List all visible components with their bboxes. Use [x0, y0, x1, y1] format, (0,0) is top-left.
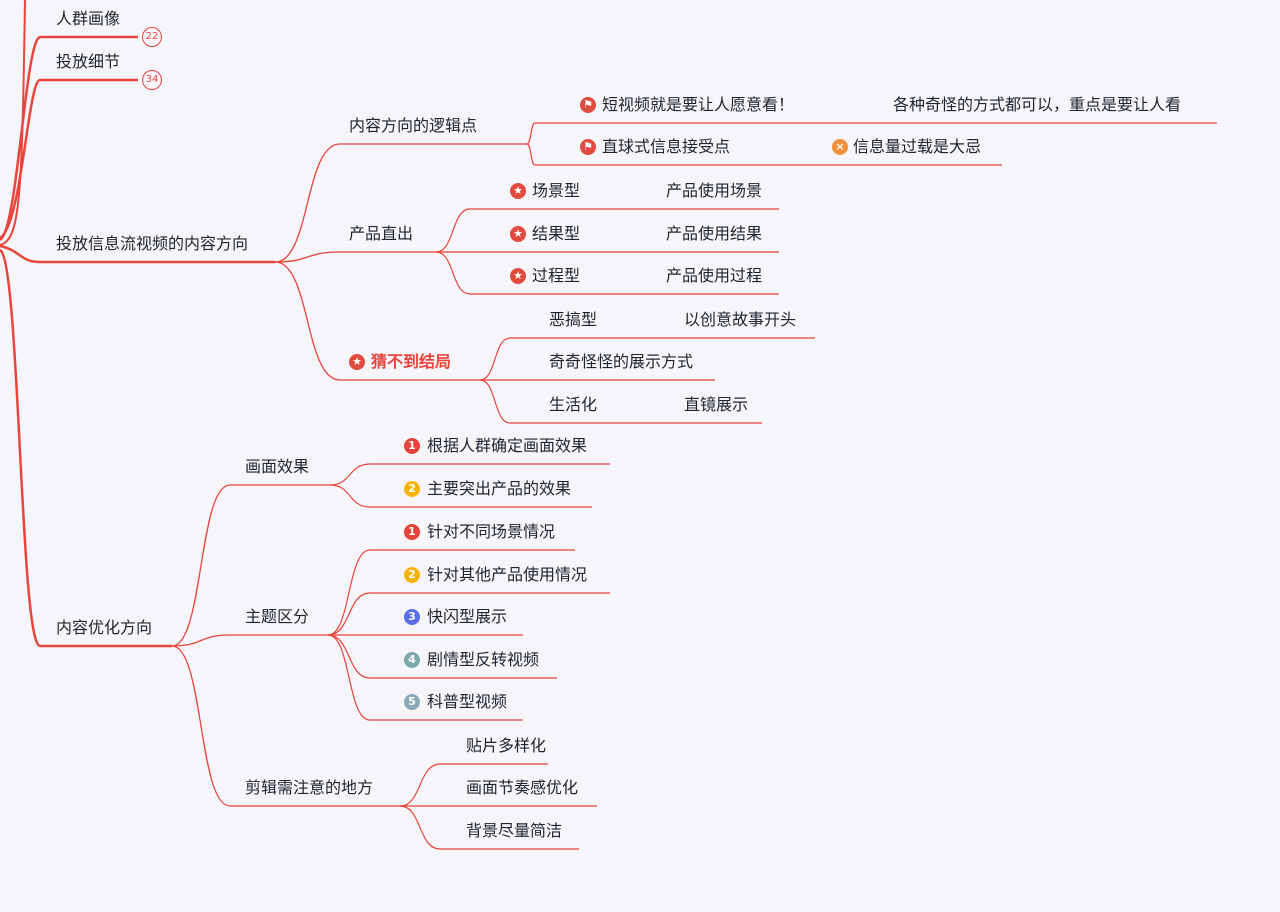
- flag-icon: ⚑: [580, 97, 596, 113]
- connector-line: [329, 484, 592, 508]
- topic-label: 主要突出产品的效果: [427, 479, 572, 498]
- connector-line: [274, 251, 436, 263]
- connector-line: [327, 592, 610, 636]
- connector-line: [327, 634, 523, 721]
- number-2-icon: 2: [404, 481, 420, 497]
- connector-line: [274, 143, 527, 263]
- topic-label: 画面效果: [245, 457, 310, 476]
- number-4-icon: 4: [404, 652, 420, 668]
- connector-line: [171, 484, 330, 647]
- topic-label: 产品直出: [349, 224, 414, 243]
- topic-label: 过程型: [532, 266, 581, 285]
- star-icon: ★: [510, 183, 526, 199]
- topic-label: 画面节奏感优化: [466, 778, 579, 797]
- connector-line: [329, 463, 610, 486]
- topic-label: 剧情型反转视频: [427, 650, 540, 669]
- topic-note: 信息量过载是大忌: [853, 137, 982, 156]
- collapsed-count-badge[interactable]: 34: [142, 70, 162, 90]
- connector-line: [274, 261, 480, 381]
- topic-note: 直镜展示: [684, 395, 749, 414]
- topic-label: 恶搞型: [549, 310, 598, 329]
- connector-line: [0, 244, 41, 264]
- star-icon: ★: [510, 268, 526, 284]
- topic-note: 以创意故事开头: [684, 310, 797, 329]
- connector-line: [526, 122, 1217, 145]
- topic-label: 奇奇怪怪的展示方式: [549, 352, 694, 371]
- topic-label: 内容优化方向: [56, 618, 153, 637]
- topic-label: 科普型视频: [427, 692, 508, 711]
- topic-label: 结果型: [532, 224, 581, 243]
- topic-label: 内容方向的逻辑点: [349, 116, 478, 135]
- topic-label: 主题区分: [245, 607, 310, 626]
- topic-label: 人群画像: [56, 9, 121, 28]
- topic-note: 各种奇怪的方式都可以，重点是要让人看: [893, 95, 1182, 114]
- topic-label: 背景尽量简洁: [466, 821, 563, 840]
- connector-line: [399, 805, 579, 850]
- topic-label: 场景型: [532, 181, 581, 200]
- topic-label: 针对不同场景情况: [427, 522, 556, 541]
- topic-label: 投放信息流视频的内容方向: [56, 234, 249, 253]
- collapsed-count-badge[interactable]: 22: [142, 27, 162, 47]
- topic-label: 生活化: [549, 395, 598, 414]
- number-1-icon: 1: [404, 438, 420, 454]
- connector-line: [526, 143, 1002, 166]
- topic-label: 剪辑需注意的地方: [245, 778, 374, 797]
- connector-line: [327, 549, 575, 636]
- topic-note: 产品使用结果: [666, 224, 763, 243]
- topic-label: 短视频就是要让人愿意看！: [602, 95, 795, 114]
- topic-label: 针对其他产品使用情况: [427, 565, 588, 584]
- topic-label: 直球式信息接受点: [602, 137, 731, 156]
- flag-icon: ⚑: [580, 139, 596, 155]
- star-icon: ★: [349, 354, 365, 370]
- cross-icon: ×: [832, 139, 848, 155]
- topic-note: 产品使用场景: [666, 181, 763, 200]
- connector-line: [0, 78, 42, 240]
- number-1-icon: 1: [404, 524, 420, 540]
- number-3-icon: 3: [404, 609, 420, 625]
- connector-line: [0, 0, 26, 246]
- connector-line: [0, 35, 41, 242]
- connector-line: [327, 634, 557, 679]
- topic-label: 根据人群确定画面效果: [427, 436, 588, 455]
- connector-line: [435, 251, 779, 295]
- topic-note: 产品使用过程: [666, 266, 763, 285]
- connector-line: [171, 645, 400, 807]
- topic-label: 贴片多样化: [466, 736, 547, 755]
- connector-line: [171, 634, 328, 647]
- connector-line: [0, 248, 42, 648]
- number-5-icon: 5: [404, 694, 420, 710]
- number-2-icon: 2: [404, 567, 420, 583]
- topic-label: 猜不到结局: [371, 352, 452, 371]
- connector-line: [479, 379, 762, 424]
- connector-line: [479, 337, 815, 381]
- connector-line: [435, 208, 779, 253]
- star-icon: ★: [510, 226, 526, 242]
- topic-label: 快闪型展示: [427, 607, 508, 626]
- topic-label: 投放细节: [56, 52, 121, 71]
- connector-line: [399, 763, 548, 807]
